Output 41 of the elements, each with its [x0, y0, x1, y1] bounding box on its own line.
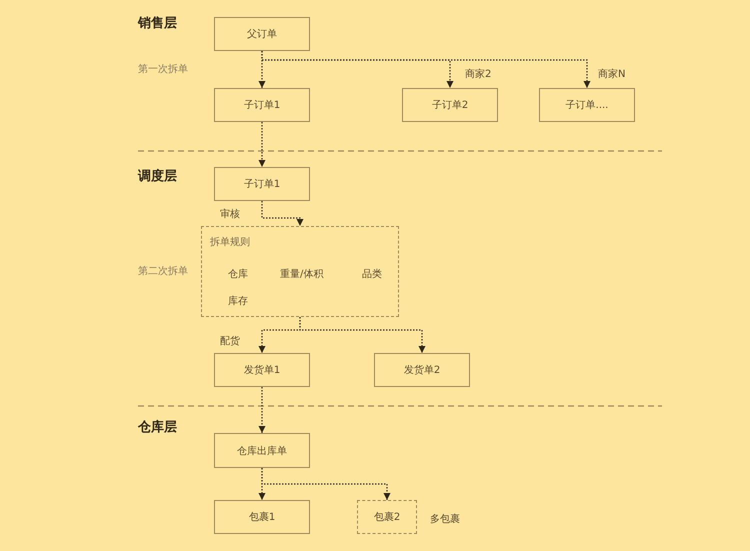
box-label: 仓库出库单 — [237, 444, 287, 458]
rule-label: 库存 — [228, 294, 248, 308]
layer-title: 调度层 — [138, 168, 177, 185]
process-box — [374, 353, 470, 387]
rule-label: 重量/体积 — [280, 268, 324, 281]
process-box — [214, 17, 310, 51]
process-box — [539, 88, 635, 122]
process-box — [214, 433, 310, 468]
box-label: 子订单1 — [244, 178, 280, 191]
side-note: 多包裹 — [430, 512, 460, 526]
arrow — [258, 387, 266, 433]
arrow — [261, 468, 390, 500]
box-label: 子订单.... — [566, 98, 608, 112]
edge-label: 商家2 — [464, 67, 492, 81]
rule-label: 仓库 — [228, 268, 248, 281]
box-label: 父订单 — [247, 28, 277, 41]
layer-title: 销售层 — [138, 15, 177, 32]
arrow — [258, 122, 266, 167]
arrow — [261, 51, 590, 88]
process-box — [402, 88, 498, 122]
rule-group-box — [201, 226, 399, 317]
layer-title: 仓库层 — [138, 418, 177, 436]
step-label: 第二次拆单 — [138, 264, 188, 278]
process-box — [214, 167, 310, 201]
step-label: 第一次拆单 — [138, 62, 188, 76]
process-box — [214, 353, 310, 387]
box-label: 子订单2 — [432, 98, 468, 112]
process-box — [214, 500, 310, 534]
rule-label: 品类 — [362, 268, 382, 281]
arrow — [261, 201, 304, 226]
box-label: 包裹2 — [374, 510, 400, 524]
process-box — [214, 88, 310, 122]
box-label: 发货单1 — [244, 364, 280, 377]
box-label: 发货单2 — [404, 364, 440, 377]
edge-label: 配货 — [219, 334, 241, 348]
arrow — [299, 317, 426, 353]
box-label: 子订单1 — [244, 98, 280, 112]
group-title: 拆单规则 — [210, 236, 250, 249]
edge-label: 审核 — [219, 207, 241, 221]
edge-label: 商家N — [597, 67, 626, 81]
box-label: 包裹1 — [248, 510, 276, 524]
